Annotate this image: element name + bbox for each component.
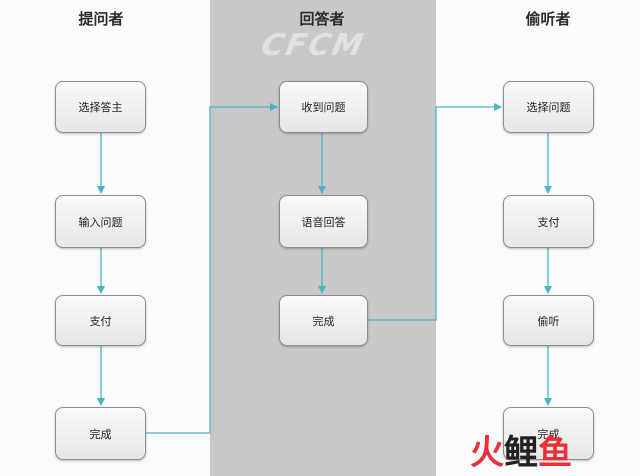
node-answerer-voice-answer: 语音回答 bbox=[279, 195, 368, 248]
node-asker-done: 完成 bbox=[55, 407, 146, 460]
logo-char-2: 鲤 bbox=[504, 433, 538, 473]
node-listener-pay: 支付 bbox=[503, 195, 594, 248]
node-asker-select-answerer: 选择答主 bbox=[55, 81, 146, 133]
brand-logo: 火 鲤 鱼 bbox=[470, 432, 572, 472]
node-listener-done: 完成 bbox=[503, 407, 594, 460]
node-asker-pay: 支付 bbox=[55, 295, 146, 346]
node-listener-select-question: 选择问题 bbox=[503, 81, 594, 133]
lane-title-answerer: 回答者 bbox=[299, 10, 345, 28]
node-answerer-receive-question: 收到问题 bbox=[279, 81, 368, 133]
lane-title-asker: 提问者 bbox=[78, 10, 124, 28]
node-asker-input-question: 输入问题 bbox=[55, 195, 146, 248]
node-listener-eavesdrop: 偷听 bbox=[503, 295, 594, 346]
lane-title-listener: 偷听者 bbox=[525, 10, 571, 28]
arrow-answerer-to-listener bbox=[368, 103, 502, 321]
logo-char-1: 火 bbox=[470, 433, 504, 473]
arrow-asker-to-answerer bbox=[146, 103, 278, 434]
logo-char-3: 鱼 bbox=[538, 433, 572, 473]
node-answerer-done: 完成 bbox=[279, 295, 368, 346]
